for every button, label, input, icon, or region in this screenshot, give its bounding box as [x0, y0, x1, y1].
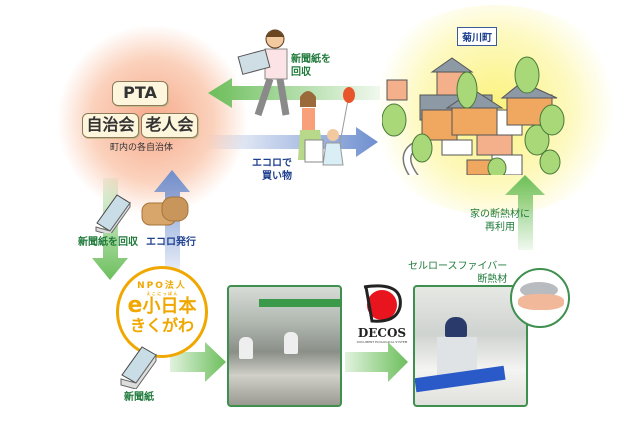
arrow-collect-left	[208, 78, 380, 108]
ecoro-issue-label: エコロ発行	[146, 237, 196, 248]
cellulose-line2: 断熱材	[477, 274, 508, 285]
npo-sub: きくがわ	[129, 316, 194, 335]
man-carrying-newspaper-icon	[237, 29, 290, 117]
insulation-production-photo	[413, 285, 528, 407]
reuse-label: 家の断熱材に 再利用	[470, 208, 530, 234]
org-caption: 町内の各自治体	[110, 143, 174, 153]
npo-ruby: え こ に っ ぽ ん	[146, 291, 178, 296]
cellulose-fiber-hand-photo	[510, 268, 570, 328]
decos-logo: DECOS DOCUMENT ECOLOGICAL SYSTEM	[352, 283, 412, 344]
pta-box: PTA	[112, 81, 168, 106]
town-houses-illustration	[382, 56, 565, 175]
arrow-up-ecoro	[154, 170, 190, 290]
npo-main: 小日本	[142, 296, 197, 317]
npo-prefix: NPO法人	[137, 281, 187, 291]
ecoro-shopping-label: エコロで 買い物	[250, 157, 292, 183]
decos-name: DECOS	[357, 326, 407, 340]
arrow-to-decos	[345, 342, 408, 382]
collect-line1: 新聞紙を	[291, 54, 331, 65]
decos-mark-icon	[363, 284, 402, 323]
ecoro-wood-token-icon	[141, 196, 189, 226]
people-illustration	[237, 29, 355, 166]
newspaper-stack-icon	[95, 194, 131, 233]
decos-sub: DOCUMENT ECOLOGICAL SYSTEM	[356, 340, 408, 344]
jichikai-box: 自治会	[82, 113, 139, 138]
arrow-up-reuse	[505, 175, 545, 250]
newspaper-stack-icon	[120, 346, 157, 389]
shopping-line1: エコロで	[252, 158, 292, 169]
recycling-factory-photo	[227, 285, 342, 407]
collect-line2: 回収	[291, 67, 311, 78]
town-label: 菊川町	[457, 27, 497, 46]
woman-and-child-icon	[298, 87, 355, 166]
newspaper-label: 新聞紙	[124, 392, 154, 403]
arrow-shopping-right	[205, 127, 378, 157]
collect-newspaper-left-label: 新聞紙を回収	[78, 237, 138, 248]
collect-newspaper-top-label: 新聞紙を 回収	[291, 53, 331, 79]
reuse-line2: 再利用	[485, 222, 515, 233]
shopping-line2: 買い物	[262, 171, 292, 182]
reuse-line1: 家の断熱材に	[470, 209, 530, 220]
rojinkai-box: 老人会	[141, 113, 198, 138]
cellulose-label: セルロースファイバー 断熱材	[408, 260, 507, 286]
cellulose-line1: セルロースファイバー	[408, 261, 508, 272]
newspaper-and-ecoro-icons	[95, 194, 189, 233]
npo-name: e小日本	[119, 293, 205, 318]
npo-logo: NPO法人 え こ に っ ぽ ん e小日本 きくがわ	[116, 266, 208, 358]
npo-e: e	[127, 293, 143, 318]
